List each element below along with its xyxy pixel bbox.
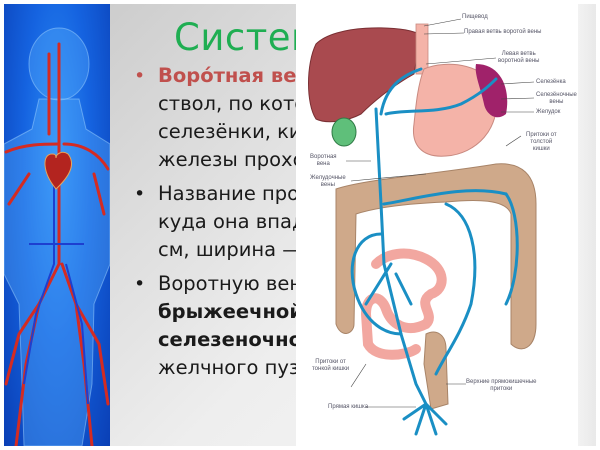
label-text: Притоки от bbox=[526, 132, 557, 138]
slide-edge bbox=[578, 4, 596, 446]
label-stomach: Желудок bbox=[536, 109, 561, 115]
human-figure-icon bbox=[4, 27, 110, 446]
bullet-line: желчного пузы bbox=[158, 356, 315, 379]
label-text: кишки bbox=[532, 146, 550, 152]
label-text: вена bbox=[316, 161, 330, 167]
label-text: притоки bbox=[490, 386, 513, 392]
bullet-item: • Воро́тная вена ствол, по котор селезён… bbox=[132, 62, 596, 174]
label-portal-vein: Воротная вена bbox=[310, 154, 337, 168]
bullet-line: железы прохо, bbox=[158, 148, 311, 171]
label-text: вены bbox=[320, 182, 335, 188]
label-text: Левая ветвь bbox=[501, 51, 536, 57]
bullet-line: Воротную вену bbox=[158, 272, 314, 295]
bullet-dot-icon: • bbox=[134, 273, 146, 295]
label-text: Верхние прямокишечные bbox=[466, 379, 537, 385]
label-text: Притоки от bbox=[315, 359, 346, 365]
bullet-line: брыжеечной, bbox=[158, 300, 311, 323]
label-spleen: Селезёнка bbox=[536, 79, 566, 85]
label-colon-tributaries: Притоки от толстой кишки bbox=[526, 132, 557, 153]
portal-vein-diagram: Пищевод Правая ветвь воротой вены Левая … bbox=[296, 4, 578, 446]
label-left-branch: Левая ветвь воротной вены bbox=[498, 51, 540, 65]
circulatory-system-image bbox=[4, 4, 110, 446]
label-text: вены bbox=[549, 99, 564, 105]
bullet-item: • Воротную вену брыжеечной, селезеночной… bbox=[132, 270, 596, 382]
label-text: Воротная bbox=[310, 154, 337, 160]
bullet-dot-icon: • bbox=[134, 65, 146, 87]
bullet-line: куда она впада bbox=[158, 210, 318, 233]
anatomy-diagram-icon bbox=[308, 18, 537, 436]
label-upper-rectal-tributaries: Верхние прямокишечные притоки bbox=[466, 379, 537, 393]
bullet-line: Воро́тная вена bbox=[158, 64, 324, 87]
label-text: толстой bbox=[530, 139, 553, 145]
label-rectum: Прямая кишка bbox=[328, 404, 369, 410]
bullet-line: селезёнки, киц bbox=[158, 120, 315, 143]
label-splenic-veins: Селезёночные вены bbox=[536, 92, 577, 106]
label-text: Селезёночные bbox=[536, 92, 577, 98]
bullet-list: • Воро́тная вена ствол, по котор селезён… bbox=[132, 62, 596, 388]
bullet-line: селезеночной bbox=[158, 328, 316, 351]
label-text: Желудочные bbox=[310, 175, 346, 181]
bullet-item: • Название прои куда она впада см, ширин… bbox=[132, 180, 596, 264]
bullet-line: ствол, по котор bbox=[158, 92, 319, 115]
label-small-intestine-tributaries: Притоки от тонкой кишки bbox=[312, 359, 349, 373]
label-right-branch: Правая ветвь воротой вены bbox=[464, 29, 542, 35]
label-text: тонкой кишки bbox=[312, 366, 350, 372]
bullet-line: Название прои bbox=[158, 182, 312, 205]
label-esophagus: Пищевод bbox=[462, 14, 488, 20]
label-gastric-veins: Желудочные вены bbox=[310, 175, 346, 189]
bullet-line: см, ширина — bbox=[158, 238, 302, 261]
slide: Система • Воро́тная вена ствол, по котор… bbox=[4, 4, 596, 446]
label-text: воротной вены bbox=[498, 58, 540, 64]
bullet-dot-icon: • bbox=[134, 183, 146, 205]
